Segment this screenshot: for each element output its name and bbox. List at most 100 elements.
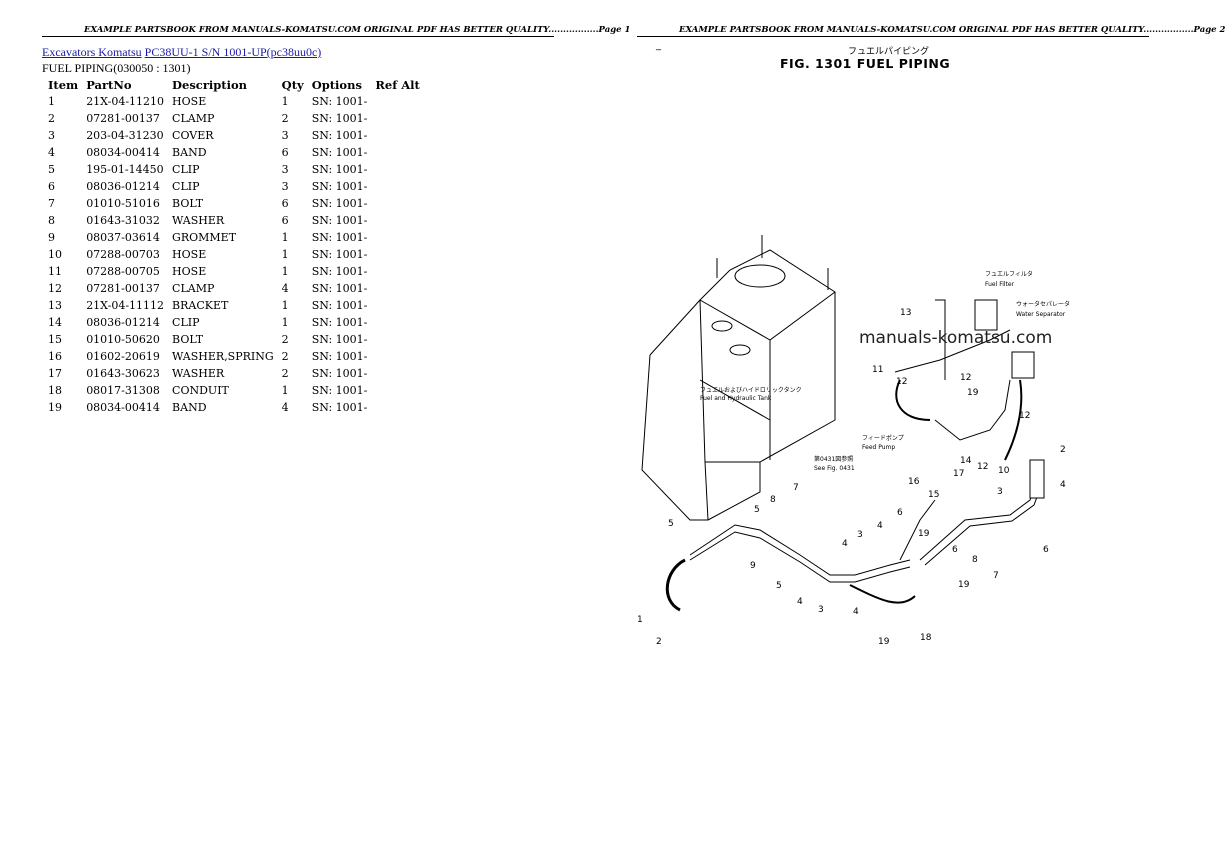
callout-9: 9: [750, 561, 756, 571]
cell-options: SN: 1001-: [311, 401, 368, 414]
cell-refalt: [371, 382, 423, 399]
cell-item: 13: [48, 299, 62, 312]
cell-refalt: [371, 365, 423, 382]
callout-7a: 7: [793, 483, 799, 493]
col-header-qty: Qty: [281, 77, 304, 92]
cell-item: 1: [48, 95, 55, 108]
cell-partno: 01010-51016: [86, 197, 160, 210]
cell-item: 14: [48, 316, 62, 329]
cell-qty: 3: [281, 163, 289, 176]
note-separator-en: Water Separator: [1016, 311, 1066, 318]
breadcrumb-link-excavators[interactable]: Excavators Komatsu: [42, 45, 142, 59]
cell-partno: 01643-31032: [86, 214, 160, 227]
page-header-left: EXAMPLE PARTSBOOK FROM MANUALS-KOMATSU.C…: [84, 25, 631, 35]
breadcrumb-link-model[interactable]: PC38UU-1 S/N 1001-UP(pc38uu0c): [144, 45, 322, 59]
callout-4a: 4: [797, 597, 803, 607]
callout-7b: 7: [993, 571, 999, 581]
cell-qty: 4: [281, 401, 289, 414]
cell-refalt: [371, 178, 423, 195]
cell-refalt: [371, 297, 423, 314]
cell-item: 19: [48, 401, 62, 414]
col-header-options: Options: [311, 77, 362, 92]
cell-qty: 1: [281, 265, 289, 278]
cell-partno: 07288-00705: [86, 265, 160, 278]
hose-11: [895, 379, 931, 421]
right-line: [919, 474, 1041, 561]
cell-description: WASHER: [172, 367, 225, 380]
cell-partno: 07281-00137: [86, 282, 160, 295]
cell-description: BRACKET: [172, 299, 229, 312]
cell-options: SN: 1001-: [311, 197, 368, 210]
cell-qty: 1: [281, 316, 289, 329]
callout-8a: 8: [770, 495, 776, 505]
page-header-right: EXAMPLE PARTSBOOK FROM MANUALS-KOMATSU.C…: [679, 25, 1225, 35]
callout-4e: 4: [1060, 480, 1066, 490]
cell-qty: 1: [281, 248, 289, 261]
cell-description: CLIP: [172, 180, 200, 193]
fuel-line-lower: [689, 524, 911, 576]
cell-description: HOSE: [172, 248, 207, 261]
cell-description: CONDUIT: [172, 384, 229, 397]
col-header-description: Description: [172, 77, 247, 92]
cell-partno: 21X-04-11112: [86, 299, 165, 312]
cell-description: HOSE: [172, 265, 207, 278]
cell-description: CLAMP: [172, 112, 215, 125]
breadcrumb: Excavators Komatsu PC38UU-1 S/N 1001-UP(…: [42, 45, 321, 60]
cell-options: SN: 1001-: [311, 231, 368, 244]
cell-options: SN: 1001-: [311, 333, 368, 346]
section-title: FUEL PIPING(030050 : 1301): [42, 61, 191, 75]
figure-title: FIG. 1301 FUEL PIPING: [780, 56, 951, 71]
cell-refalt: [371, 331, 423, 348]
cell-refalt: [371, 212, 423, 229]
cell-description: BAND: [172, 146, 207, 159]
cell-item: 10: [48, 248, 62, 261]
callout-3b: 3: [857, 530, 863, 540]
fuel-filter: [974, 299, 998, 331]
cell-description: GROMMET: [172, 231, 237, 244]
callout-12d: 12: [896, 377, 907, 387]
callout-12c: 12: [960, 373, 971, 383]
diagram-notes: フュエルおよびハイドロリックタンク Fuel and Hydraulic Tan…: [700, 270, 1070, 472]
cell-description: BOLT: [172, 333, 204, 346]
cell-qty: 2: [281, 367, 289, 380]
water-separator-body: [1029, 459, 1045, 499]
cell-partno: 01643-30623: [86, 367, 160, 380]
cell-item: 9: [48, 231, 55, 244]
cell-options: SN: 1001-: [311, 214, 368, 227]
callout-labels: 5 1 2 9 5 8 7 5 4 3 4 4 3 4 6 19 18 19 1…: [637, 308, 1066, 647]
cell-partno: 08036-01214: [86, 180, 160, 193]
fuel-tank-drawing: [641, 235, 836, 521]
callout-12a: 12: [977, 462, 988, 472]
cell-item: 3: [48, 129, 55, 142]
cell-refalt: [371, 263, 423, 280]
cell-item: 11: [48, 265, 62, 278]
note-pump-en: Feed Pump: [862, 444, 895, 451]
cell-partno: 203-04-31230: [86, 129, 164, 142]
callout-5b: 5: [754, 505, 760, 515]
cell-partno: 07281-00137: [86, 112, 160, 125]
note-tank-en: Fuel and Hydraulic Tank: [700, 395, 772, 402]
cell-qty: 1: [281, 231, 289, 244]
callout-19b: 19: [958, 580, 970, 590]
callout-4c: 4: [842, 539, 848, 549]
cell-options: SN: 1001-: [311, 129, 368, 142]
cell-qty: 6: [281, 146, 289, 159]
callout-8b: 8: [972, 555, 978, 565]
cell-options: SN: 1001-: [311, 248, 368, 261]
cell-refalt: [371, 229, 423, 246]
cell-partno: 08034-00414: [86, 146, 160, 159]
callout-2b: 2: [1060, 445, 1066, 455]
cell-description: WASHER: [172, 214, 225, 227]
cell-refalt: [371, 246, 423, 263]
cell-description: CLAMP: [172, 282, 215, 295]
cell-item: 16: [48, 350, 62, 363]
